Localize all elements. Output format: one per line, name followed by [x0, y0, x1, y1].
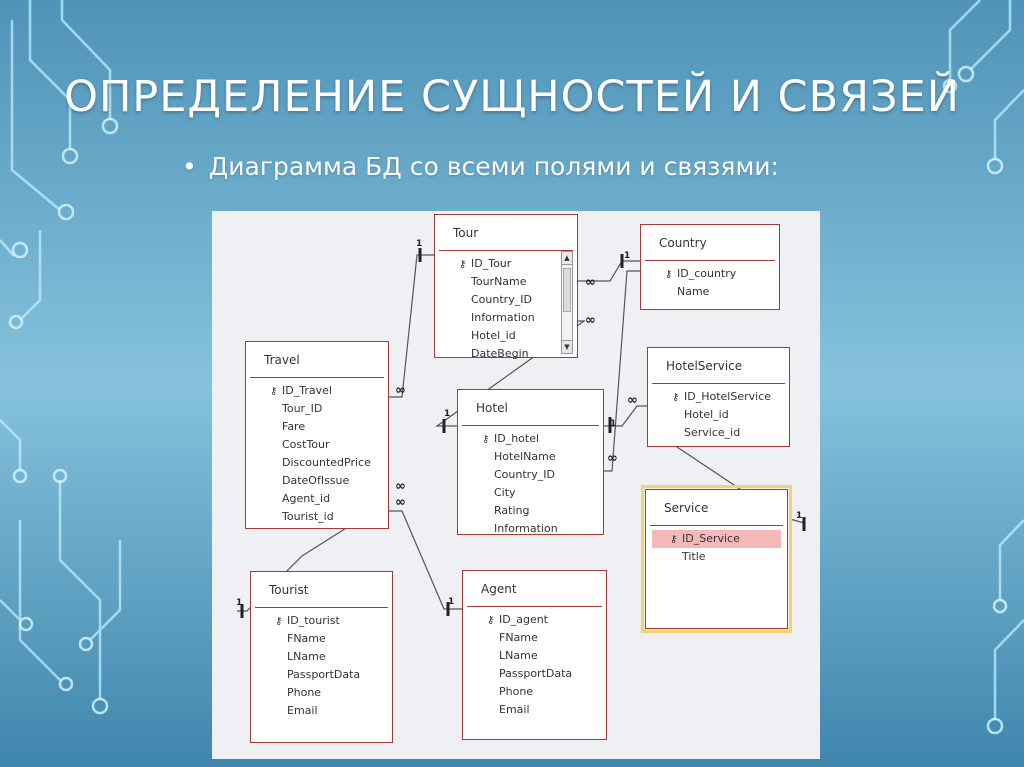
field-row[interactable]: City [494, 486, 516, 499]
field-row[interactable]: Country_ID [494, 468, 555, 481]
card-hotel-many: ∞ [585, 313, 596, 328]
field-row[interactable]: ⚷ID_country [641, 265, 779, 283]
field-row[interactable]: Information [494, 522, 558, 535]
card-travel-many: ∞ [395, 479, 406, 494]
field-row[interactable]: CostTour [282, 438, 330, 451]
table-title: Tourist [255, 572, 388, 608]
card-agent-one: 1 [448, 597, 455, 607]
bullet-text: Диаграмма БД со всеми полями и связями: [208, 152, 779, 181]
relationship-lines [237, 248, 806, 618]
field-row[interactable]: ⚷ID_HotelService [648, 388, 789, 406]
field-row[interactable]: Tour_ID [282, 402, 323, 415]
card-hotelservice-many: ∞ [627, 393, 638, 408]
slide-title: ОПРЕДЕЛЕНИЕ СУЩНОСТЕЙ И СВЯЗЕЙ [64, 72, 960, 122]
table-tourist[interactable]: Tourist ⚷ID_tourist FName LName Passport… [250, 571, 393, 743]
card-country-one: 1 [624, 251, 631, 261]
table-title: Hotel [462, 390, 599, 426]
field-row[interactable]: Service_id [684, 426, 741, 439]
link-service-right [789, 518, 805, 524]
card-country-many: ∞ [585, 275, 596, 290]
field-row[interactable]: Phone [287, 686, 322, 699]
bullet-icon: • [182, 152, 197, 181]
table-agent[interactable]: Agent ⚷ID_agent FName LName PassportData… [462, 570, 607, 740]
field-row[interactable]: LName [499, 649, 538, 662]
field-row[interactable]: ⚷ID_Tour [435, 255, 577, 273]
field-row[interactable]: HotelName [494, 450, 556, 463]
vertical-scrollbar[interactable]: ▲ ▼ [561, 251, 573, 354]
field-row[interactable]: Title [682, 550, 706, 563]
scroll-down-icon[interactable]: ▼ [562, 340, 572, 353]
table-service[interactable]: Service ⚷ID_Service Title [641, 485, 792, 633]
field-row[interactable]: Fare [282, 420, 306, 433]
field-row[interactable]: ⚷ID_Travel [246, 382, 388, 400]
key-icon: ⚷ [459, 259, 467, 270]
card-tour-travel-many: ∞ [395, 383, 406, 398]
link-hotel-hotelservice [604, 405, 647, 427]
link-country-hotel [604, 270, 640, 472]
table-hotel[interactable]: Hotel ⚷ID_hotel HotelName Country_ID Cit… [457, 389, 604, 535]
bullet-item: • Диаграмма БД со всеми полями и связями: [182, 152, 779, 181]
field-row[interactable]: Name [677, 285, 710, 298]
field-row[interactable]: Hotel_id [684, 408, 729, 421]
table-title: Agent [467, 571, 602, 607]
field-row[interactable]: Email [499, 703, 530, 716]
field-row[interactable]: Rating [494, 504, 530, 517]
field-row[interactable]: DateBegin [471, 347, 529, 360]
link-travel-agent [389, 510, 462, 610]
scroll-thumb[interactable] [563, 268, 571, 312]
key-icon: ⚷ [670, 534, 678, 545]
field-row[interactable]: FName [287, 632, 326, 645]
field-row[interactable]: TourName [471, 275, 527, 288]
key-icon: ⚷ [665, 269, 673, 280]
key-icon: ⚷ [275, 616, 283, 627]
scroll-up-icon[interactable]: ▲ [562, 252, 572, 265]
card-service-one: 1 [796, 511, 803, 521]
table-title: Country [645, 225, 775, 261]
field-row[interactable]: FName [499, 631, 538, 644]
card-tourist-one: 1 [236, 598, 243, 608]
link-tour-travel [389, 254, 434, 398]
field-row[interactable]: ⚷ID_tourist [251, 612, 392, 630]
field-row-selected[interactable]: ⚷ID_Service [652, 530, 781, 548]
link-tour-country [574, 260, 640, 282]
table-travel[interactable]: Travel ⚷ID_Travel Tour_ID Fare CostTour … [245, 341, 389, 529]
field-row[interactable]: Tourist_id [282, 510, 334, 523]
table-hotelservice[interactable]: HotelService ⚷ID_HotelService Hotel_id S… [647, 347, 790, 447]
table-country[interactable]: Country ⚷ID_country Name [640, 224, 780, 310]
table-tour[interactable]: Tour ⚷ID_Tour TourName Country_ID Inform… [434, 214, 578, 360]
card-travel-many-2: ∞ [395, 495, 406, 510]
field-row[interactable]: ⚷ID_hotel [458, 430, 603, 448]
card-hotel-country-one: 1 [610, 419, 617, 429]
key-icon: ⚷ [270, 386, 278, 397]
link-tour-hotel [435, 320, 586, 427]
field-row[interactable]: PassportData [287, 668, 361, 681]
key-icon: ⚷ [672, 392, 680, 403]
table-title: HotelService [652, 348, 785, 384]
card-hotelservice-many-2: ∞ [607, 451, 618, 466]
link-hotelservice-service [670, 442, 741, 490]
db-diagram: 1 ∞ 1 ∞ ∞ 1 1 ∞ ∞ ∞ ∞ 1 1 1 Tour ⚷ID_Tou… [212, 211, 820, 759]
table-title: Service [650, 490, 783, 526]
table-title: Tour [439, 215, 573, 251]
field-row[interactable]: PassportData [499, 667, 573, 680]
field-row[interactable]: Hotel_id [471, 329, 516, 342]
field-row[interactable]: DiscountedPrice [282, 456, 371, 469]
field-row[interactable]: DateOfIssue [282, 474, 350, 487]
field-row[interactable]: Email [287, 704, 318, 717]
field-row[interactable]: Agent_id [282, 492, 331, 505]
field-row[interactable]: ⚷ID_agent [463, 611, 606, 629]
field-row[interactable]: Country_ID [471, 293, 532, 306]
field-row[interactable]: LName [287, 650, 326, 663]
key-icon: ⚷ [487, 615, 495, 626]
card-tour-hotel-one: 1 [444, 409, 451, 419]
field-row[interactable]: Information [471, 311, 535, 324]
field-row[interactable]: Phone [499, 685, 534, 698]
card-tour-travel-one: 1 [416, 239, 423, 249]
table-title: Travel [250, 342, 384, 378]
key-icon: ⚷ [482, 434, 490, 445]
